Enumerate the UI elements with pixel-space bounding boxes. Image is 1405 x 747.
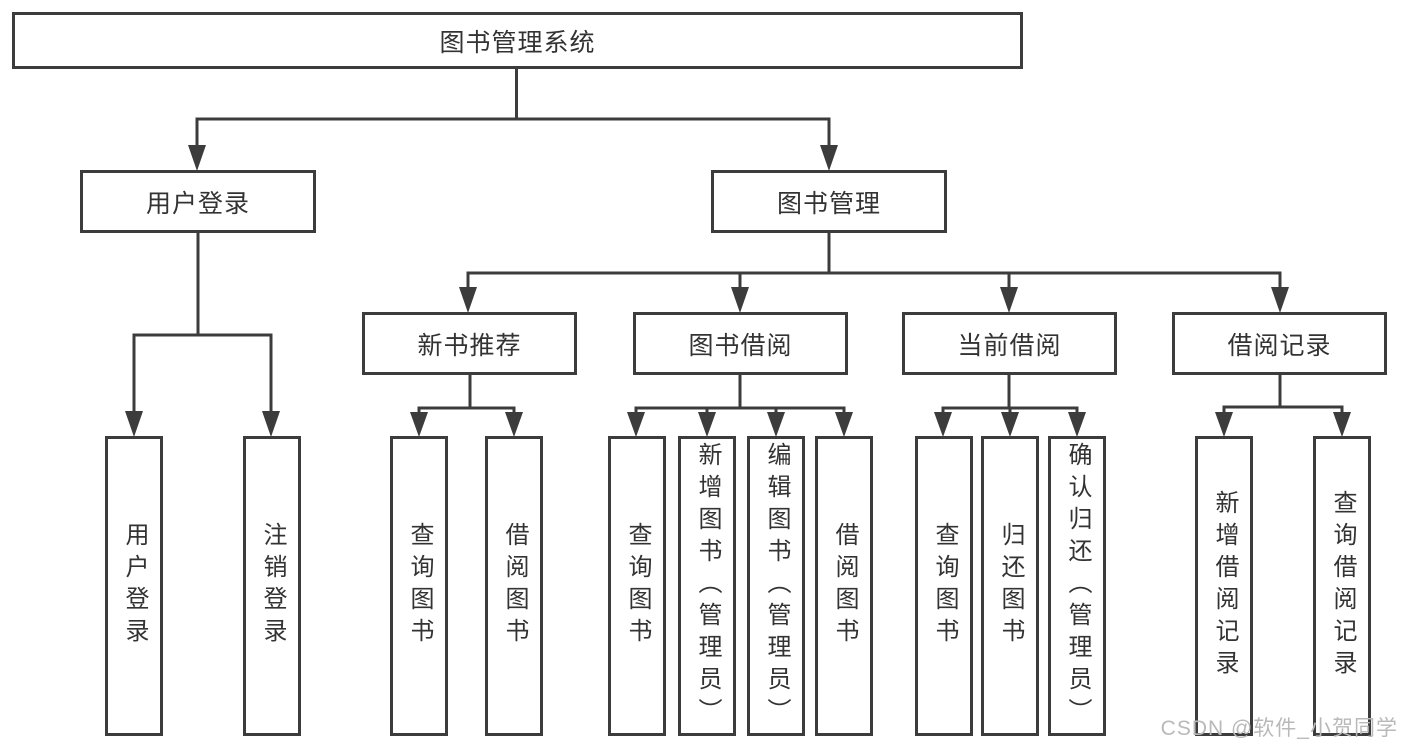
leaf-query-borrow-record: 查询借阅记录 — [1313, 436, 1371, 736]
leaf-user-login: 用户登录 — [105, 436, 163, 736]
node-new-book-recommend: 新书推荐 — [362, 312, 577, 375]
node-book-borrow: 图书借阅 — [633, 312, 848, 375]
leaf-return-book-label: 归还图书 — [997, 522, 1024, 650]
leaf-logout-label: 注销登录 — [259, 522, 286, 650]
node-current-borrow: 当前借阅 — [902, 312, 1117, 375]
node-library-management-system: 图书管理系统 — [12, 12, 1023, 69]
leaf-query-book-recommend-label: 查询图书 — [406, 522, 433, 650]
leaf-add-book-admin-label: 新增图书（管理员） — [694, 442, 721, 730]
leaf-return-book: 归还图书 — [981, 436, 1039, 736]
leaf-add-borrow-record: 新增借阅记录 — [1195, 436, 1253, 736]
leaf-query-borrow-record-label: 查询借阅记录 — [1329, 490, 1356, 682]
node-book-management: 图书管理 — [711, 170, 947, 233]
leaf-query-book-current-label: 查询图书 — [931, 522, 958, 650]
leaf-add-book-admin: 新增图书（管理员） — [678, 436, 736, 736]
leaf-confirm-return-admin: 确认归还（管理员） — [1048, 436, 1106, 736]
node-user-login: 用户登录 — [80, 170, 316, 233]
leaf-edit-book-admin: 编辑图书（管理员） — [747, 436, 805, 736]
leaf-edit-book-admin-label: 编辑图书（管理员） — [763, 442, 790, 730]
leaf-add-borrow-record-label: 新增借阅记录 — [1211, 490, 1238, 682]
leaf-query-book-current: 查询图书 — [915, 436, 973, 736]
leaf-borrow-book-recommend-label: 借阅图书 — [501, 522, 528, 650]
leaf-query-book-borrow-label: 查询图书 — [624, 522, 651, 650]
node-borrow-records: 借阅记录 — [1172, 312, 1387, 375]
leaf-borrow-book: 借阅图书 — [815, 436, 873, 736]
csdn-watermark: CSDN @软件_小贺同学 — [1160, 717, 1398, 740]
leaf-query-book-borrow: 查询图书 — [608, 436, 666, 736]
leaf-logout: 注销登录 — [243, 436, 301, 736]
leaf-confirm-return-admin-label: 确认归还（管理员） — [1064, 442, 1091, 730]
leaf-user-login-label: 用户登录 — [121, 522, 148, 650]
leaf-borrow-book-label: 借阅图书 — [831, 522, 858, 650]
leaf-query-book-recommend: 查询图书 — [390, 436, 448, 736]
leaf-borrow-book-recommend: 借阅图书 — [485, 436, 543, 736]
